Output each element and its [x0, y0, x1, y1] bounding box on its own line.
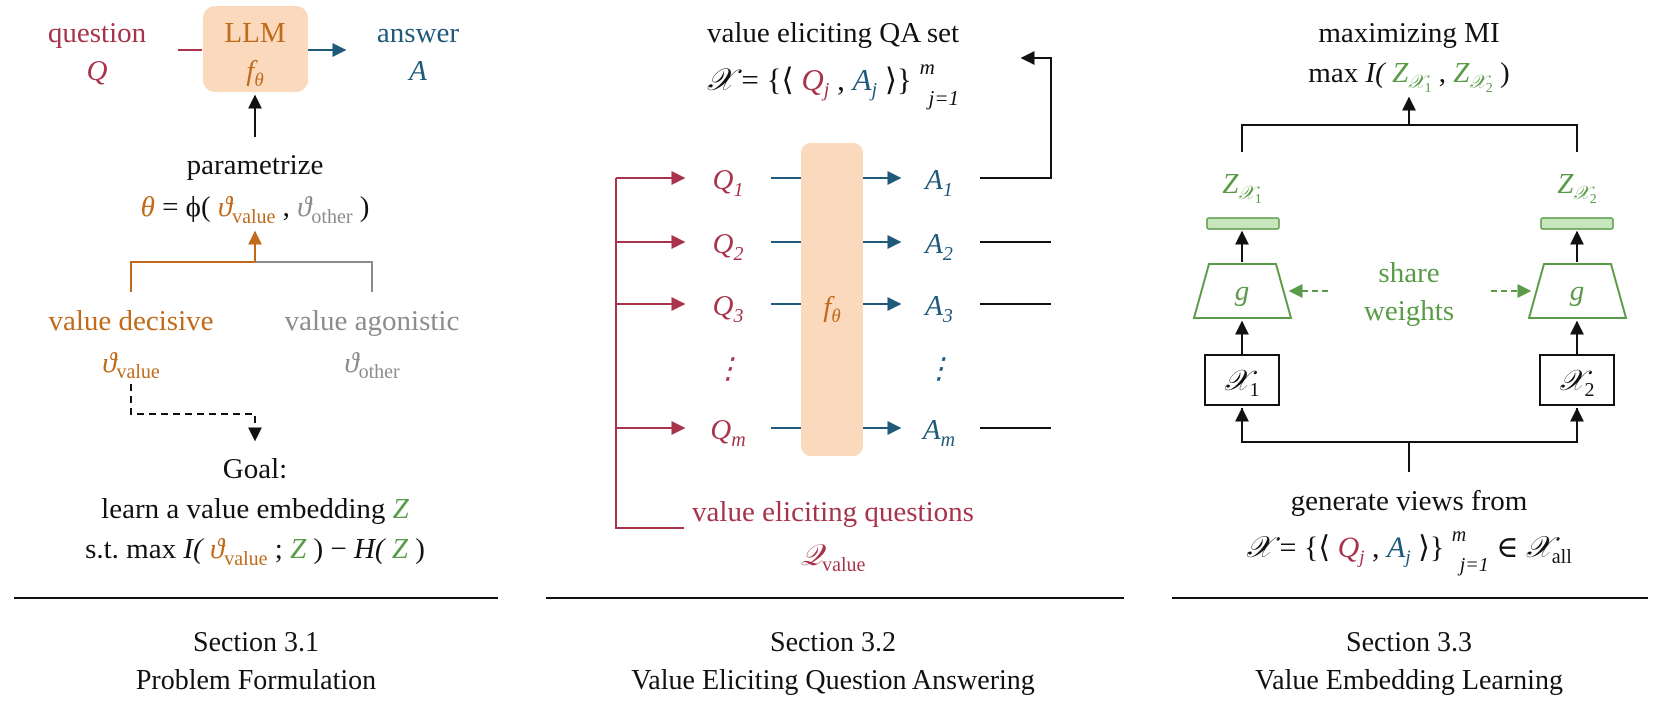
value-decisive-var: ϑvalue: [102, 347, 160, 383]
embedding-left: [1206, 217, 1280, 230]
goal-dashed-arrow: [130, 384, 262, 442]
section1-caption-number: Section 3.1: [193, 627, 319, 658]
view-box-right: [1539, 354, 1615, 406]
mi-expression: max I( Z𝒳1 , Z𝒳2 ): [1308, 57, 1509, 99]
value-agnostic-branch: [255, 261, 373, 292]
section3-caption-number: Section 3.3: [1346, 627, 1472, 658]
answer-item: Am: [921, 414, 955, 451]
value-agnostic-var: ϑother: [344, 347, 400, 383]
section-vequ: value eliciting QA set 𝒳 = {⟨ Qj , Aj ⟩}…: [546, 17, 1124, 696]
encoder-g-left: [1192, 263, 1293, 319]
llm-label: LLM: [224, 17, 285, 49]
section2-caption-number: Section 3.2: [770, 627, 896, 658]
encoder-g-left-label: g: [1235, 275, 1250, 307]
veq-label: value eliciting questions: [692, 496, 974, 528]
goal-title: Goal:: [223, 453, 287, 485]
answer-item: A1: [923, 164, 953, 201]
encoder-g-right: [1527, 263, 1628, 319]
z-right-label: Z𝒳2: [1557, 168, 1596, 207]
embedding-right: [1540, 217, 1614, 230]
question-item: Q2: [713, 228, 744, 265]
encoder-g-right-label: g: [1570, 275, 1585, 307]
qa-set-expression: 𝒳 = {⟨ Qj , Aj ⟩} m j=1: [707, 46, 959, 110]
value-agnostic-label: value agonistic: [285, 305, 460, 337]
mi-title: maximizing MI: [1318, 17, 1499, 49]
value-decisive-branch: [130, 261, 255, 292]
value-decisive-label: value decisive: [48, 305, 213, 337]
section2-caption-title: Value Eliciting Question Answering: [631, 665, 1035, 696]
mi-bracket: [1241, 124, 1578, 152]
question-item: Q1: [713, 164, 744, 201]
answers-collect-line: [980, 51, 1052, 179]
answer-item: A2: [923, 228, 953, 265]
view-box-left: [1204, 354, 1280, 406]
question-feed-spine: [615, 178, 684, 529]
weights-label: weights: [1364, 295, 1454, 327]
qa-set-title: value eliciting QA set: [707, 17, 959, 49]
f-theta-box: [801, 143, 863, 456]
section3-caption-title: Value Embedding Learning: [1255, 665, 1563, 696]
question-label: question: [48, 17, 147, 49]
section-value-embedding: maximizing MI max I( Z𝒳1 , Z𝒳2 ) Z𝒳1 Z𝒳2…: [1172, 17, 1648, 696]
question-item: Q3: [713, 290, 744, 327]
section1-caption-title: Problem Formulation: [136, 665, 376, 696]
answer-label: answer: [377, 17, 459, 49]
goal-line1: learn a value embedding Z: [101, 493, 410, 525]
llm-box: [203, 6, 308, 92]
question-item: ⋮: [714, 353, 743, 385]
view-right-label: 𝒳2: [1560, 365, 1595, 401]
answer-item: A3: [923, 290, 953, 327]
section-problem-formulation: question Q LLM fθ answer A parametrize θ…: [14, 6, 498, 696]
answer-var: A: [407, 55, 427, 87]
question-var: Q: [87, 55, 108, 87]
views-split-line: [1241, 408, 1578, 443]
generate-views-label: generate views from: [1291, 485, 1528, 517]
answer-item: ⋮: [925, 353, 954, 385]
generate-views-expression: 𝒳 = {⟨ Qj , Aj ⟩} m j=1 ∈ 𝒳all: [1246, 515, 1572, 578]
veq-var: 𝒬value: [801, 539, 866, 576]
z-left-label: Z𝒳1: [1222, 168, 1261, 207]
share-label: share: [1378, 257, 1439, 289]
goal-line2: s.t. max I( ϑvalue ; Z ) − H( Z ): [85, 533, 425, 572]
question-item: Qm: [710, 414, 745, 451]
parametrize-label: parametrize: [187, 149, 324, 181]
theta-expression: θ = ϕ( ϑvalue , ϑother ): [141, 191, 370, 230]
